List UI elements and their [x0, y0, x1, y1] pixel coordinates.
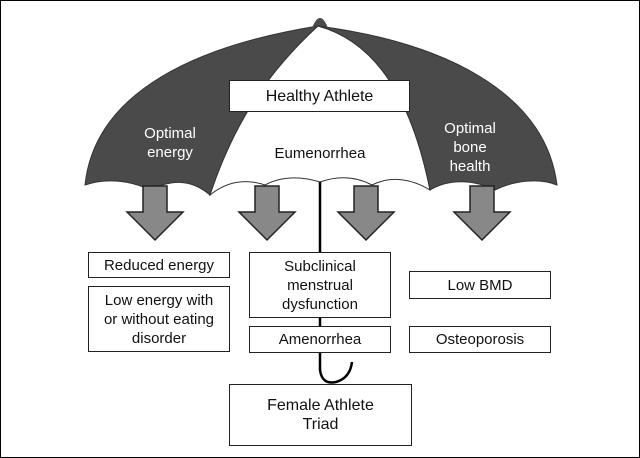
eumenorrhea-label: Eumenorrhea [274, 145, 366, 162]
arrow-bone [452, 185, 512, 242]
optimal-energy-label: Optimal energy [144, 125, 196, 161]
low-bmd-box: Low BMD [409, 271, 551, 299]
arrow-menstrual-right [336, 185, 396, 242]
arrow-menstrual-left [237, 185, 297, 242]
healthy-athlete-title: Healthy Athlete [229, 80, 410, 112]
optimal-bone-health-label: Optimal bone health [444, 120, 496, 175]
reduced-energy-box: Reduced energy [88, 252, 230, 278]
osteoporosis-box: Osteoporosis [409, 326, 551, 353]
low-energy-box: Low energy with or without eating disord… [88, 286, 230, 352]
umbrella-handle [318, 361, 354, 384]
umbrella-knob [312, 18, 328, 28]
subclinical-menstrual-box: Subclinical menstrual dysfunction [249, 252, 391, 318]
amenorrhea-box: Amenorrhea [249, 326, 391, 353]
female-athlete-triad-box: Female Athlete Triad [229, 384, 412, 446]
arrow-energy [125, 185, 185, 242]
